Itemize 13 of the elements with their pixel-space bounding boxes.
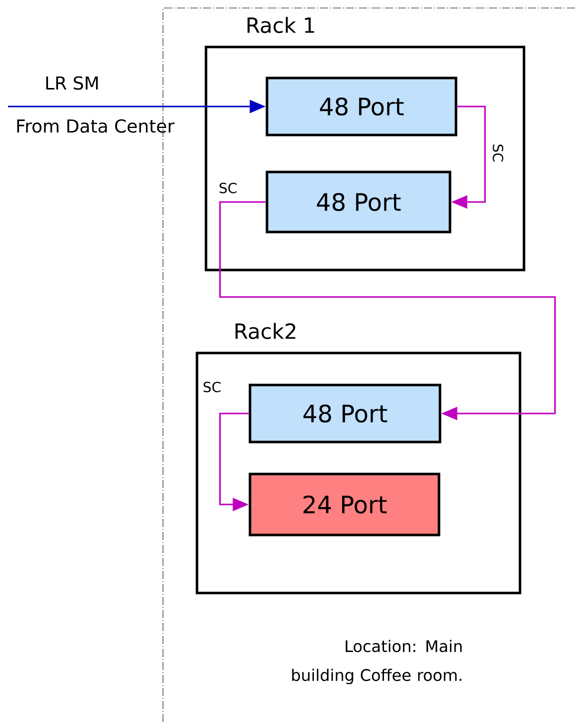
edge-label: SC [220,182,237,194]
port-box: 48 Port [266,170,452,234]
port-box: 48 Port [248,384,442,444]
arrow [219,201,556,420]
edge-label: SC [492,144,504,162]
source-label: From Data Center [17,119,174,133]
port-box: 48 Port [266,76,458,136]
node-label: Rack2 [236,322,296,340]
location-note: Location: Main building Coffee room. [292,640,462,684]
node-label: Rack 1 [248,16,314,34]
port-box: 24 Port [248,472,440,536]
edge-label: SC [204,382,221,392]
edge-label: LR SM [46,76,98,90]
